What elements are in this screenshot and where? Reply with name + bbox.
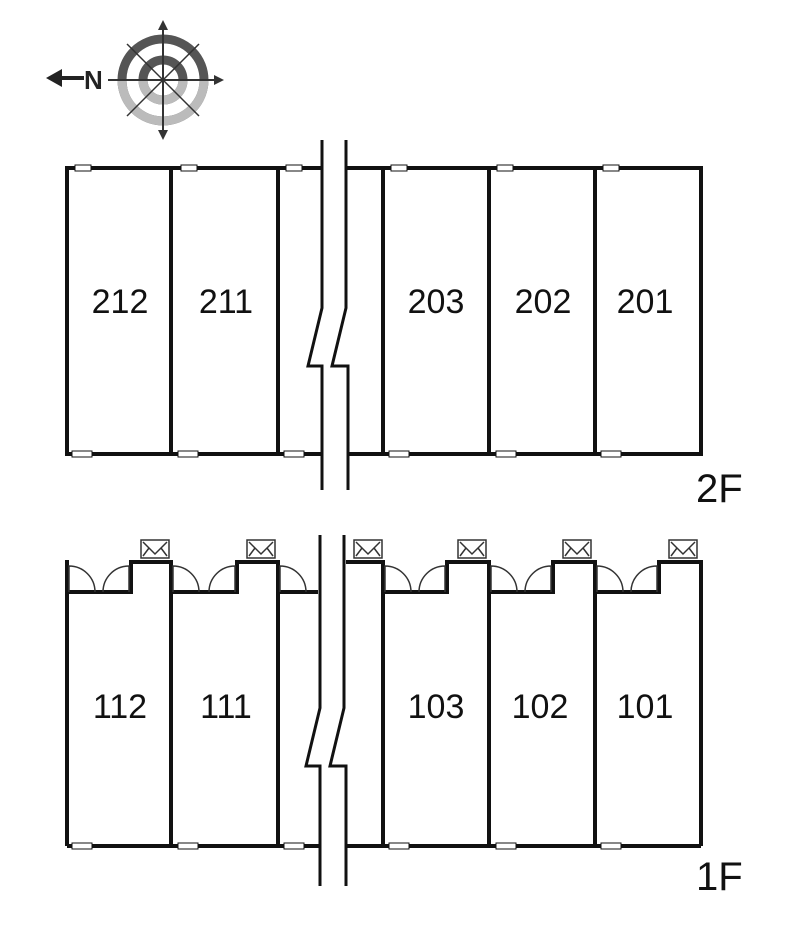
- unit-112: 112: [93, 688, 147, 726]
- unit-211: 211: [199, 283, 253, 321]
- unit-101: 101: [617, 688, 674, 726]
- floor-2f: [65, 140, 703, 490]
- floor-1f: [65, 535, 703, 886]
- unit-103: 103: [408, 688, 465, 726]
- compass-rose-icon: [46, 20, 224, 140]
- north-label: N: [84, 65, 103, 95]
- unit-212: 212: [92, 283, 149, 321]
- unit-102: 102: [512, 688, 569, 726]
- floor-label-1f: 1F: [696, 855, 743, 899]
- floor-label-2f: 2F: [696, 467, 743, 511]
- unit-201: 201: [617, 283, 674, 321]
- unit-111: 111: [200, 688, 252, 726]
- unit-203: 203: [408, 283, 465, 321]
- unit-202: 202: [515, 283, 572, 321]
